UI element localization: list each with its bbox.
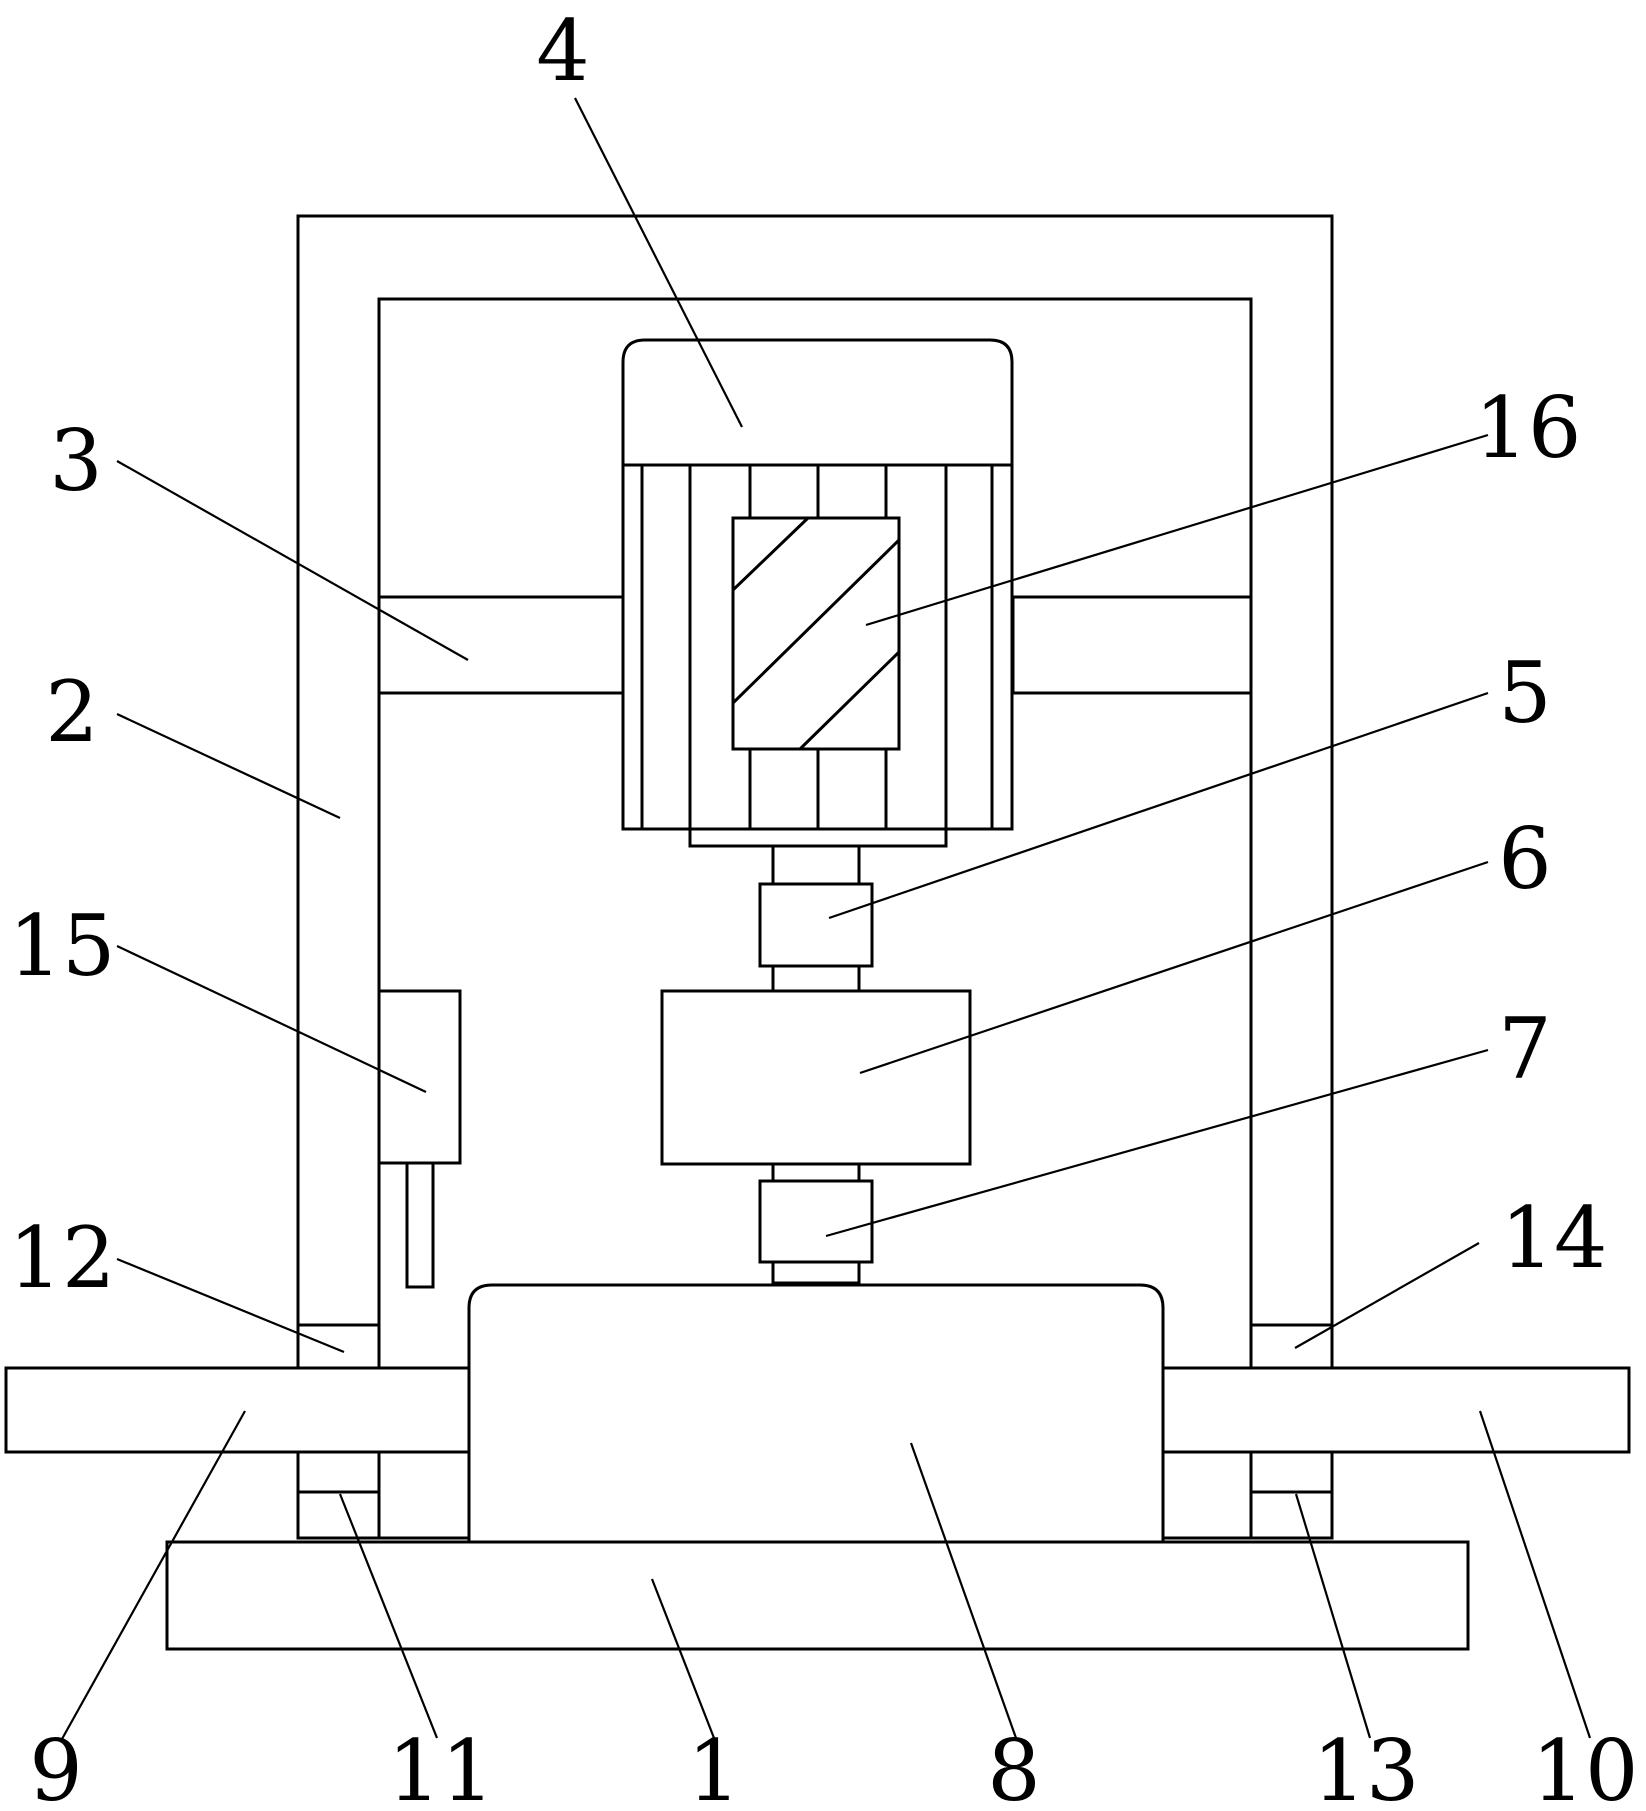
leader-7: [825, 1048, 1489, 1238]
window-hatch-2: [731, 538, 901, 705]
base-plate: [165, 1540, 1470, 1651]
label-9: 9: [29, 1722, 82, 1811]
left-upper-block: [296, 1323, 381, 1370]
right-arm: [1161, 1366, 1631, 1454]
leader-1: [650, 1578, 716, 1739]
label-12: 12: [9, 1209, 116, 1307]
crossbar-left: [377, 595, 625, 695]
label-7: 7: [1498, 1000, 1551, 1098]
left-arm: [4, 1366, 471, 1454]
right-upper-block: [1249, 1323, 1334, 1370]
leader-14: [1294, 1242, 1480, 1349]
label-5: 5: [1498, 644, 1551, 742]
label-3: 3: [49, 412, 102, 510]
switch-rod: [405, 1161, 435, 1289]
left-lower-block: [296, 1450, 381, 1494]
label-8: 8: [987, 1722, 1040, 1811]
window-hatch-1: [731, 516, 810, 592]
label-11: 11: [388, 1722, 495, 1811]
leader-4: [574, 97, 743, 428]
motor-bottom-ring: [688, 827, 948, 848]
motor-cap: [621, 338, 1014, 467]
right-lower-block: [1249, 1450, 1334, 1494]
leader-13: [1294, 1493, 1372, 1739]
label-2: 2: [45, 663, 98, 761]
main-body: [467, 1283, 1165, 1544]
gearbox: [660, 989, 972, 1166]
leader-15: [116, 945, 427, 1093]
leader-9: [61, 1410, 246, 1740]
leader-12: [116, 1257, 345, 1354]
label-4: 4: [536, 2, 589, 100]
leader-10: [1478, 1410, 1592, 1739]
label-13: 13: [1313, 1722, 1420, 1811]
leader-5: [828, 691, 1489, 920]
leader-11: [338, 1493, 439, 1739]
label-15: 15: [9, 897, 116, 995]
upper-coupling: [758, 882, 874, 968]
window-hatch-3: [798, 650, 901, 751]
crossbar-right: [1011, 595, 1253, 695]
label-6: 6: [1498, 810, 1551, 908]
motor-window: [731, 516, 901, 751]
leader-8: [909, 1442, 1018, 1739]
switch-box: [377, 989, 462, 1165]
leader-2: [116, 713, 341, 819]
label-1: 1: [687, 1722, 740, 1811]
leader-6: [859, 860, 1489, 1075]
label-10: 10: [1532, 1722, 1639, 1811]
lower-coupling: [758, 1179, 874, 1264]
label-16: 16: [1475, 379, 1582, 477]
label-14: 14: [1501, 1189, 1608, 1287]
leader-16: [865, 433, 1489, 627]
leader-3: [116, 460, 469, 661]
